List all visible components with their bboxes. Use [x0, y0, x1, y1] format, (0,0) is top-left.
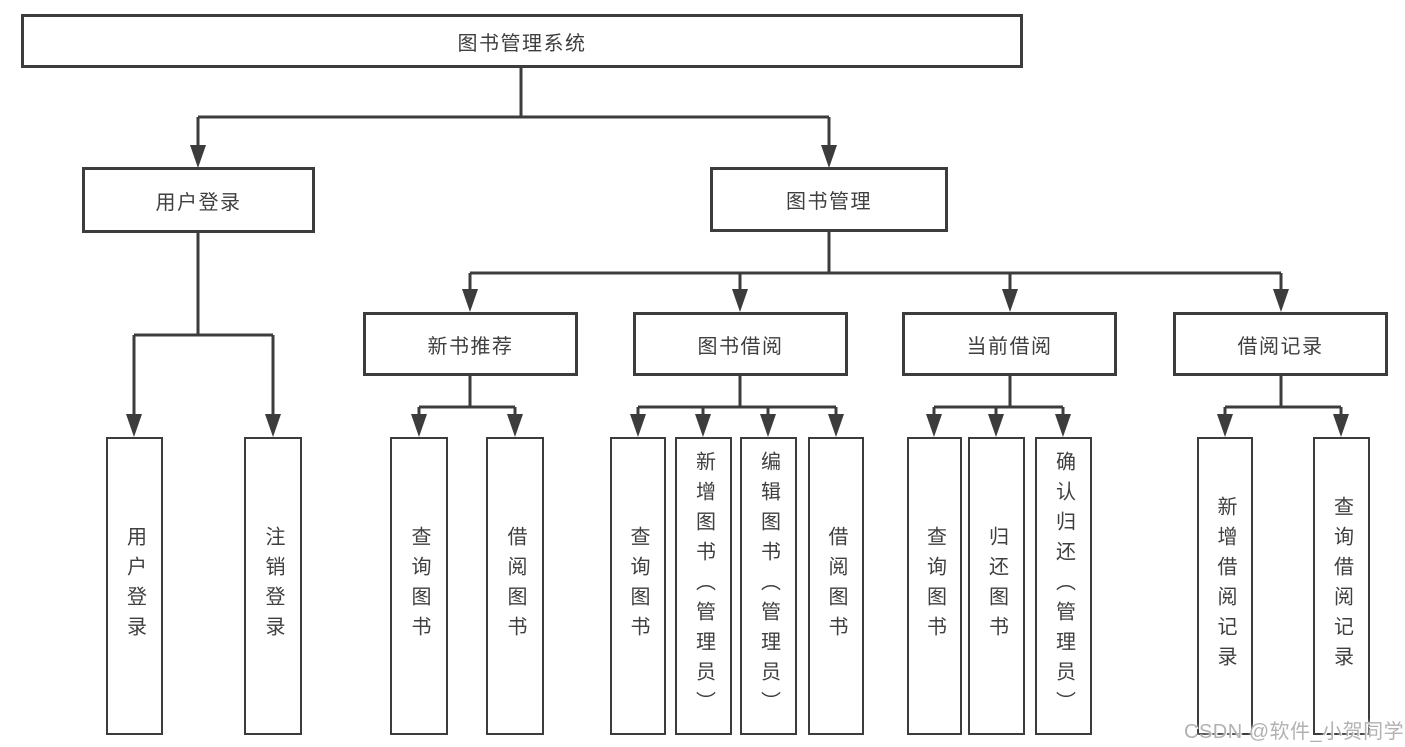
node-root-label: 图书管理系统: [457, 32, 587, 55]
leaf-borrow-book-label: 借阅图书: [825, 526, 847, 646]
leaf-logout: 注销登录: [244, 437, 302, 735]
connector-stems: [132, 68, 1343, 416]
node-borrow-records-label: 借阅记录: [1237, 335, 1324, 358]
leaf-borrow-book-rec: 借阅图书: [486, 437, 544, 735]
leaf-user-login-label: 用户登录: [123, 526, 146, 646]
node-book-mgmt: 图书管理: [710, 167, 948, 232]
csdn-watermark: CSDN @软件_小贺同学: [1184, 721, 1405, 743]
leaf-query-book-rec: 查询图书: [390, 437, 448, 735]
leaf-query-book-current-label: 查询图书: [923, 526, 946, 646]
node-user-login-label: 用户登录: [155, 191, 242, 214]
node-root: 图书管理系统: [21, 14, 1023, 68]
node-new-book-rec-label: 新书推荐: [427, 335, 514, 358]
leaf-borrow-book-rec-label: 借阅图书: [504, 526, 526, 646]
leaf-edit-book: 编辑图书（管理员）: [740, 437, 797, 735]
node-current-borrow: 当前借阅: [902, 312, 1117, 376]
leaf-return-book-label: 归还图书: [985, 526, 1008, 646]
leaf-return-book: 归还图书: [968, 437, 1025, 735]
node-borrow-records: 借阅记录: [1173, 312, 1388, 376]
leaf-confirm-return: 确认归还（管理员）: [1035, 437, 1092, 735]
leaf-query-book-borrow: 查询图书: [610, 437, 666, 735]
leaf-query-book-borrow-label: 查询图书: [627, 526, 649, 646]
leaf-query-book-current: 查询图书: [907, 437, 962, 735]
leaf-add-book: 新增图书（管理员）: [675, 437, 732, 735]
leaf-user-login: 用户登录: [106, 437, 163, 735]
node-book-borrow: 图书借阅: [633, 312, 848, 376]
leaf-confirm-return-label: 确认归还（管理员）: [1052, 451, 1075, 721]
node-current-borrow-label: 当前借阅: [966, 335, 1053, 358]
node-book-mgmt-label: 图书管理: [786, 191, 872, 213]
leaf-query-record-label: 查询借阅记录: [1330, 496, 1353, 676]
leaf-add-book-label: 新增图书（管理员）: [692, 451, 715, 721]
leaf-logout-label: 注销登录: [262, 526, 284, 646]
leaf-query-book-rec-label: 查询图书: [408, 526, 430, 646]
leaf-query-record: 查询借阅记录: [1313, 437, 1370, 735]
arrowheads: [126, 145, 1349, 437]
leaf-borrow-book: 借阅图书: [808, 437, 864, 735]
node-user-login: 用户登录: [82, 167, 315, 233]
node-book-borrow-label: 图书借阅: [697, 335, 784, 358]
leaf-add-record: 新增借阅记录: [1197, 437, 1253, 735]
node-new-book-rec: 新书推荐: [363, 312, 578, 376]
leaf-add-record-label: 新增借阅记录: [1214, 496, 1236, 676]
leaf-edit-book-label: 编辑图书（管理员）: [757, 451, 780, 721]
